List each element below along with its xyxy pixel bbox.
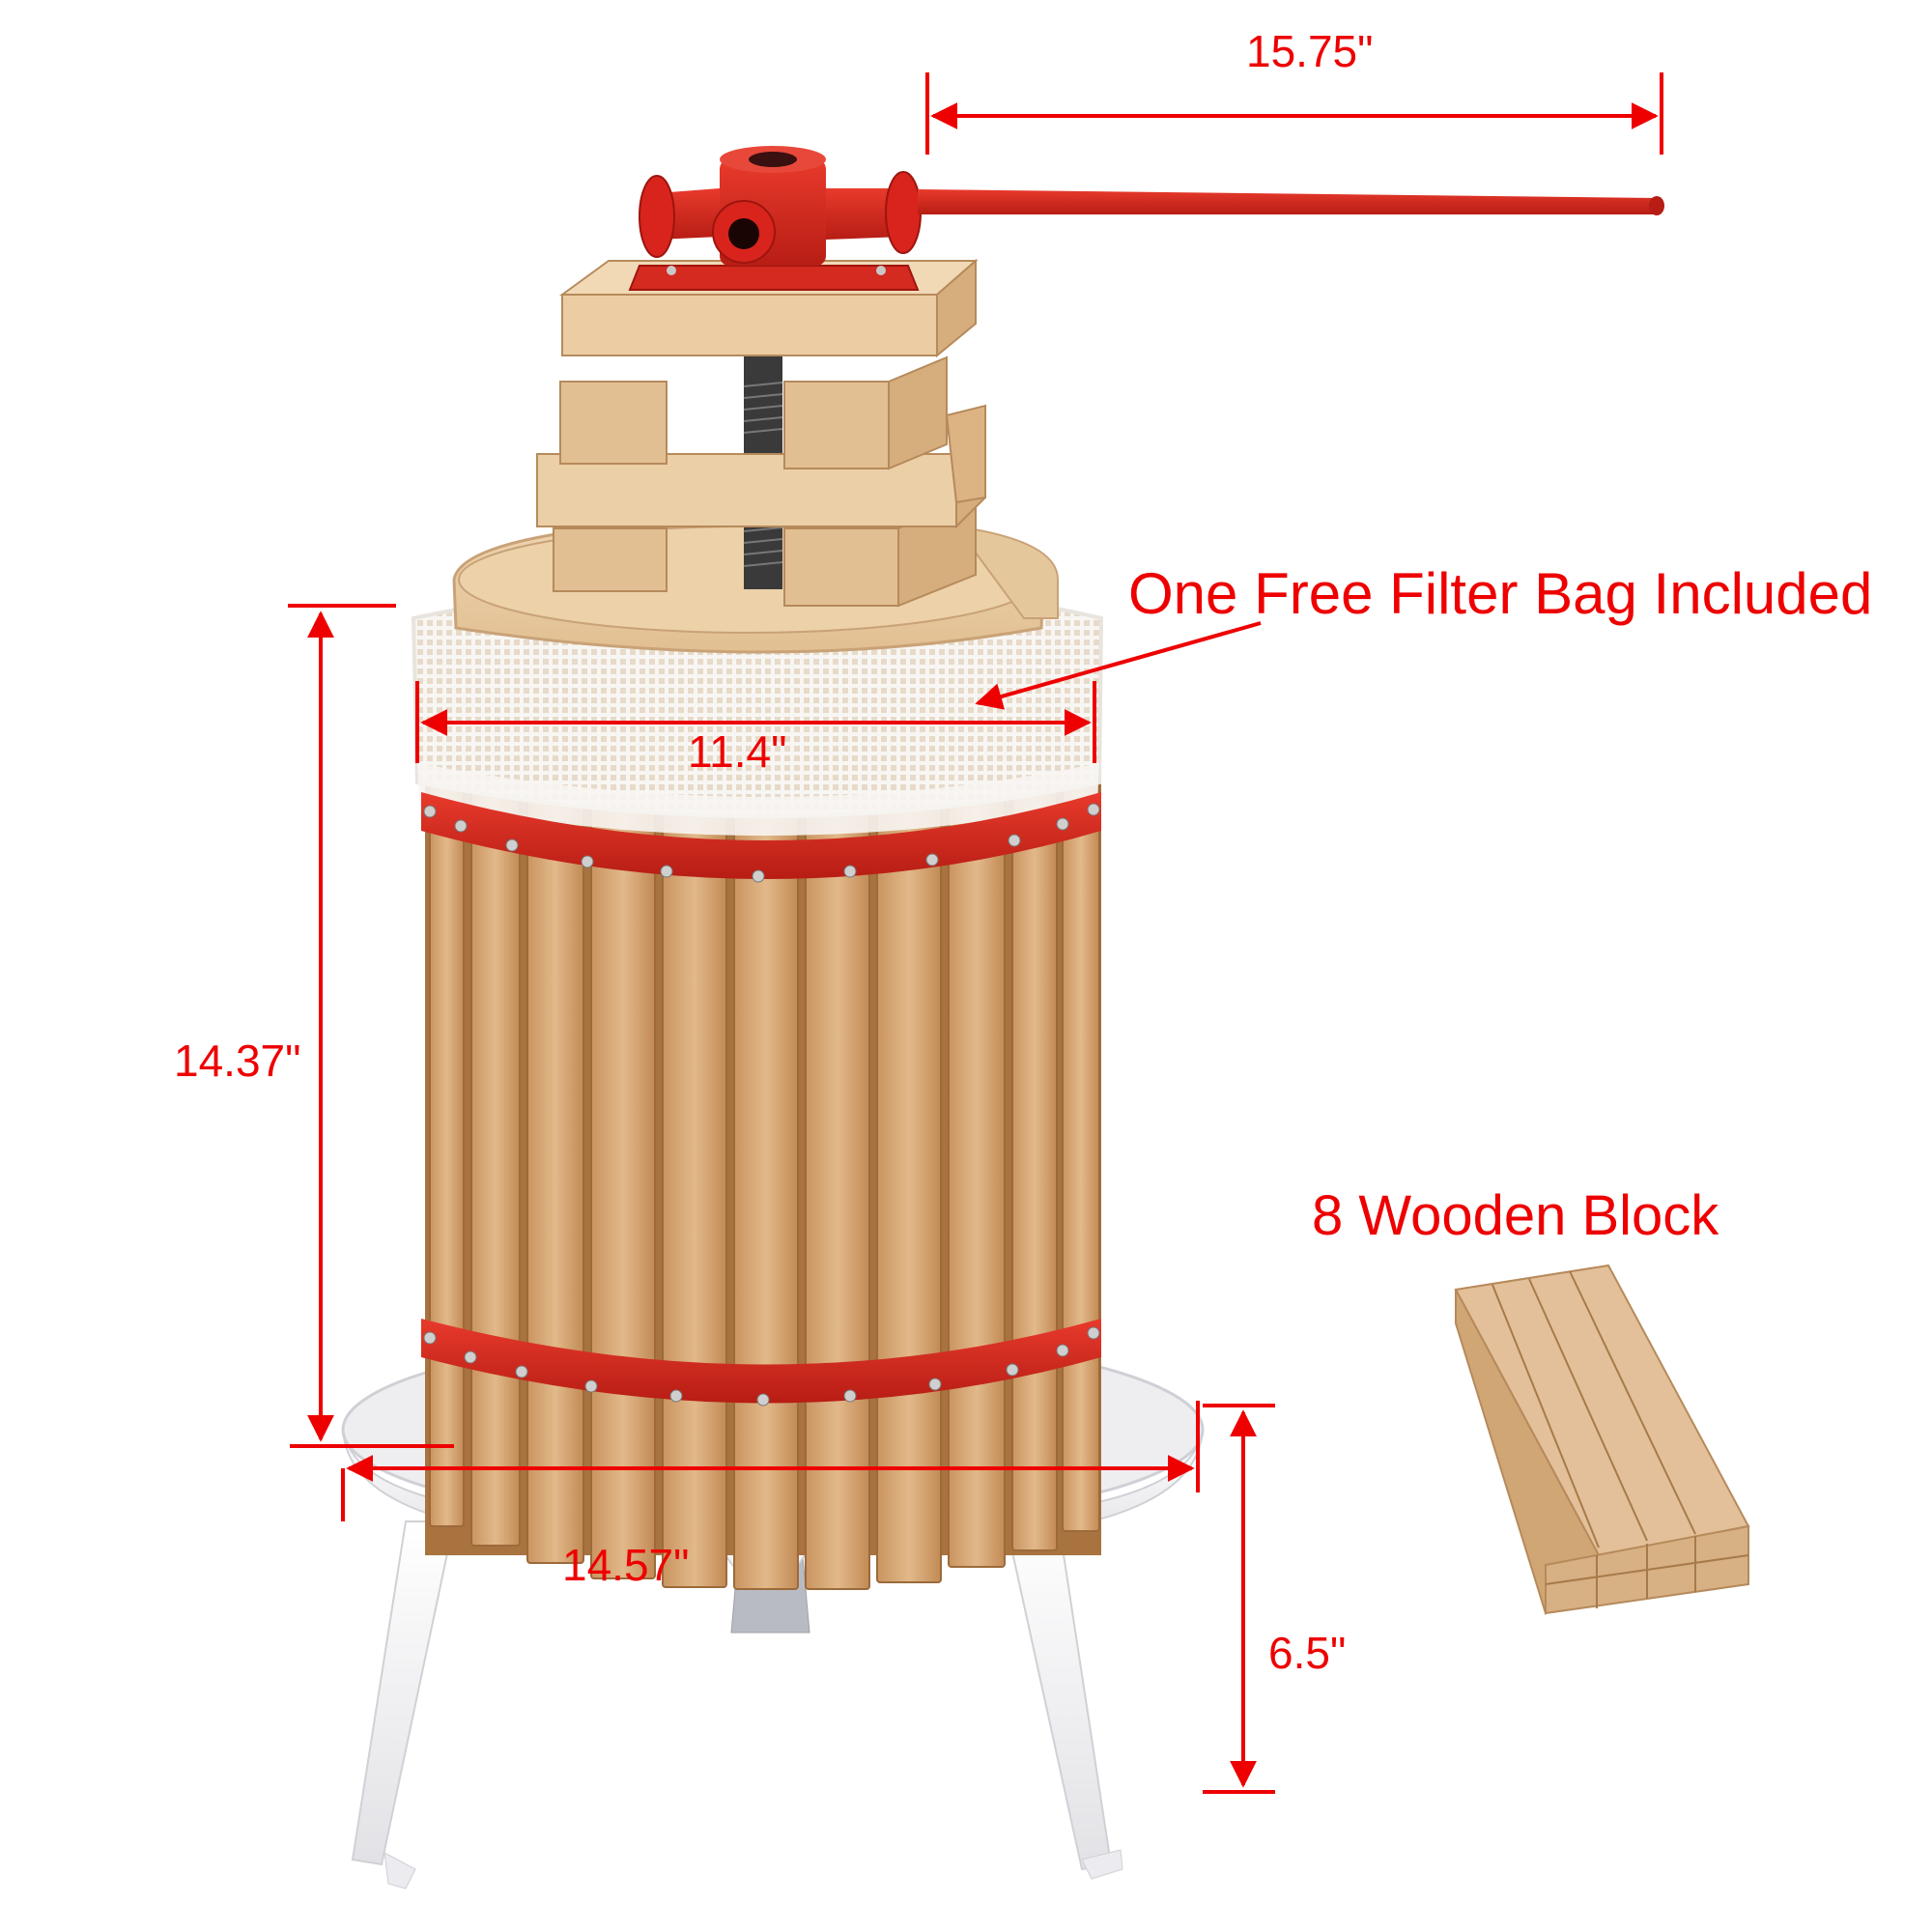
screw-and-blocks (536, 258, 986, 608)
ratchet-handle (628, 146, 1664, 291)
filter-bag-callout: One Free Filter Bag Included (1128, 561, 1873, 626)
wooden-blocks (1454, 1264, 1750, 1615)
basket-staves (425, 763, 1101, 1590)
leg-height-label: 6.5" (1268, 1628, 1347, 1678)
basket-diameter-label: 11.4" (688, 726, 787, 777)
wooden-blocks-callout: 8 Wooden Block (1312, 1184, 1719, 1247)
red-bands (421, 792, 1101, 1406)
handle-length-label: 15.75" (1246, 26, 1374, 76)
dimension-lines (288, 72, 1663, 1794)
base-diameter-label: 14.57" (562, 1540, 690, 1590)
basket-height-label: 14.37" (174, 1036, 301, 1086)
